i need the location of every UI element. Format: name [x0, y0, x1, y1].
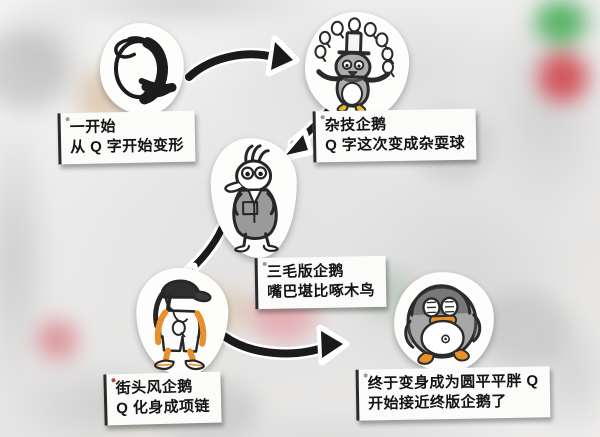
juggler-penguin-sticker[interactable] — [303, 10, 411, 122]
sanmao-penguin-sticker[interactable] — [209, 137, 299, 259]
background-blob-gray-4 — [480, 290, 570, 370]
note-sanmao[interactable]: 三毛版企鹅 嘴巴堪比啄木鸟 — [254, 255, 387, 310]
sanmao-penguin-drawing — [224, 144, 279, 253]
background-blob-green — [535, 0, 587, 44]
note-street[interactable]: 街头风企鹅 Q 化身成项链 — [103, 371, 222, 426]
note-sanmao-line-2: 嘴巴堪比啄木鸟 — [267, 282, 376, 302]
street-penguin-drawing — [153, 279, 212, 371]
background-blob-red — [538, 52, 588, 102]
note-juggler[interactable]: 杂技企鹅 Q 字这次变成杂耍球 — [312, 108, 477, 163]
note-start[interactable]: 一开始 从 Q 字开始变形 — [57, 110, 196, 165]
chubby-penguin-drawing — [404, 284, 482, 365]
note-street-line-2: Q 化身成项链 — [116, 397, 211, 418]
note-pin-icon — [363, 373, 368, 378]
note-final[interactable]: 终于变身成为圆平平胖 Q 开始接近终版企鹅了 — [355, 366, 551, 421]
note-final-line-1: 终于变身成为圆平平胖 Q — [367, 372, 539, 393]
note-pin-icon — [320, 115, 325, 120]
q-letter-penguin-sticker[interactable] — [97, 20, 187, 118]
street-penguin-sticker[interactable] — [134, 266, 230, 378]
note-juggler-line-2: Q 字这次变成杂耍球 — [325, 134, 466, 155]
note-start-line-1: 一开始 — [69, 118, 117, 137]
note-pin-icon — [65, 117, 70, 122]
note-sanmao-line-1: 三毛版企鹅 — [266, 262, 344, 281]
note-final-line-2: 开始接近终版企鹅了 — [368, 393, 507, 413]
chubby-penguin-sticker[interactable] — [392, 270, 496, 374]
note-pin-icon — [262, 261, 267, 267]
note-pin-icon — [111, 378, 116, 383]
note-start-line-2: 从 Q 字开始变形 — [70, 136, 184, 157]
note-street-line-1: 街头风企鹅 — [115, 378, 193, 398]
juggler-penguin-drawing — [314, 17, 395, 114]
q-letter-penguin-drawing — [113, 36, 177, 105]
background-blob-crimson — [38, 320, 78, 360]
note-juggler-line-1: 杂技企鹅 — [324, 116, 387, 135]
